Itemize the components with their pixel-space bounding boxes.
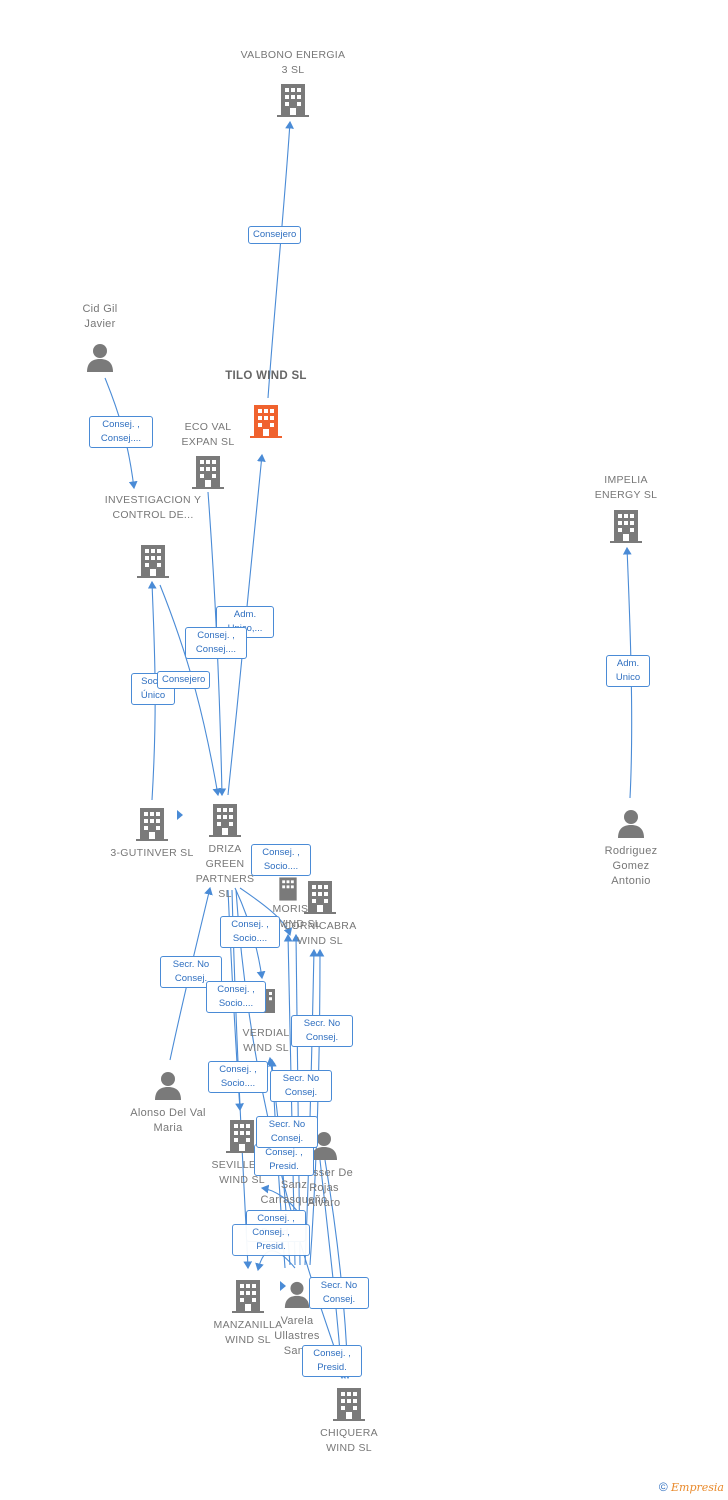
node-label: IMPELIA ENERGY SL [594, 474, 658, 501]
building-icon [232, 1280, 264, 1313]
node-label: Alonso Del Val Maria [130, 1107, 206, 1134]
node-label: ECO VAL EXPAN SL [181, 421, 235, 448]
relation-label[interactable]: Secr. No Consej. [270, 1070, 332, 1102]
building-icon [226, 1120, 258, 1153]
node-label: 3-GUTINVER SL [110, 847, 194, 859]
relation-label[interactable]: Secr. No Consej. [160, 956, 222, 988]
relation-label[interactable]: Consej. , Socio.... [206, 981, 266, 1013]
building-icon [333, 1388, 365, 1421]
relation-label[interactable]: Consej. , Presid. [232, 1224, 310, 1256]
building-icon [192, 456, 224, 489]
relation-label[interactable]: Consej. , Consej.... [185, 627, 247, 659]
relation-label[interactable]: Consej. , Presid. [254, 1144, 314, 1176]
relation-label[interactable]: Consej. , Socio.... [251, 844, 311, 876]
person-icon [284, 1281, 310, 1308]
relation-label[interactable]: Consejero [157, 671, 211, 689]
node-label: Cid Gil Javier [82, 303, 118, 330]
relation-label[interactable]: Secr. No Consej. [256, 1116, 318, 1148]
node-label: VALBONO ENERGIA 3 SL [240, 49, 346, 76]
brand-logo: Empresia [671, 1481, 724, 1494]
person-icon [311, 1132, 337, 1160]
node-label: INVESTIGACION Y CONTROL DE... [104, 494, 202, 521]
node-label: VERDIAL WIND SL [242, 1027, 290, 1054]
building-icon [136, 808, 168, 841]
building-icon [610, 510, 642, 543]
node-label: TILO WIND SL [225, 370, 307, 382]
node-label: Rodriguez Gomez Antonio [604, 845, 658, 887]
relation-label[interactable]: Consejero [248, 226, 302, 244]
relation-label[interactable]: Consej. , Presid. [302, 1345, 362, 1377]
node-label: CORNICABRA WIND SL [283, 920, 357, 947]
node-label: MANZANILLA WIND SL [213, 1319, 283, 1346]
relation-label[interactable]: Adm. Unico [606, 655, 650, 687]
relation-label[interactable]: Secr. No Consej. [291, 1015, 353, 1047]
building-icon [279, 877, 297, 901]
relation-label[interactable]: Consej. , Socio.... [208, 1061, 268, 1093]
building-icon [277, 84, 309, 117]
copyright-symbol: © [658, 1480, 668, 1494]
building-icon [304, 881, 336, 914]
relation-label[interactable]: Consej. , Consej.... [89, 416, 153, 448]
building-icon [137, 545, 169, 578]
footer-brand: © Empresia [659, 1480, 724, 1494]
person-icon [155, 1072, 181, 1100]
node-label: DRIZA GREEN PARTNERS SL [195, 843, 255, 900]
expand-arrow-icon[interactable] [280, 1281, 286, 1291]
relation-label[interactable]: Secr. No Consej. [309, 1277, 369, 1309]
person-icon [87, 344, 113, 372]
relation-label[interactable]: Consej. , Socio.... [220, 916, 280, 948]
building-icon [250, 405, 282, 438]
person-icon [618, 810, 644, 838]
expand-arrow-icon[interactable] [177, 810, 183, 820]
building-icon [209, 804, 241, 837]
node-label: CHIQUERA WIND SL [320, 1427, 378, 1454]
